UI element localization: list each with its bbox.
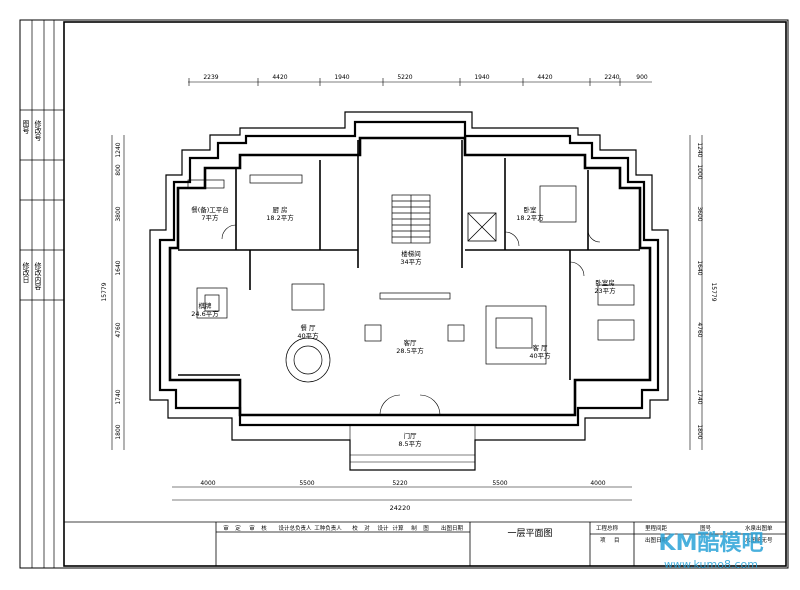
- dim-top-3: 5220: [397, 74, 412, 81]
- room-name-9: 门厅: [404, 431, 418, 440]
- dimension-lines: [111, 81, 703, 501]
- right-block-4: 图号: [700, 524, 712, 532]
- dim-right-3: 1640: [696, 260, 703, 275]
- titleblock-cell-1: 定: [235, 524, 241, 532]
- titleblock-cell-11: 图: [423, 524, 429, 532]
- room-name-8: 卧室房: [595, 278, 615, 287]
- room-name-6: 客厅: [404, 338, 418, 347]
- room-name-0: 餐(备)工平台: [191, 205, 229, 214]
- dim-bottom-0: 4000: [200, 480, 215, 487]
- right-block-0: 工程总称: [596, 524, 619, 532]
- room-area-9: 8.5平方: [398, 439, 422, 448]
- room-area-0: 7平方: [201, 213, 219, 222]
- furniture: [187, 174, 635, 383]
- stairs: [391, 194, 431, 244]
- dim-bottom-1: 5500: [299, 480, 314, 487]
- dim-right-5: 1740: [696, 389, 703, 404]
- room-name-5: 餐 厅: [300, 323, 316, 332]
- titleblock-cell-9: 计算: [392, 524, 404, 532]
- dim-left-3: 1640: [115, 260, 122, 275]
- dim-right-6: 1800: [696, 424, 703, 439]
- room-name-3: 卧室: [524, 205, 538, 214]
- sheet-outer-border: [19, 19, 789, 569]
- right-block-6: 水泉出图单: [745, 524, 773, 532]
- titleblock-cell-8: 设计: [377, 524, 389, 532]
- strip-label-1: 修改号: [34, 119, 42, 142]
- dim-top-5: 4420: [537, 74, 552, 81]
- room-name-7: 客 厅: [532, 343, 548, 352]
- watermark-brand: KM酷模吧: [659, 531, 764, 556]
- room-area-8: 23平方: [594, 286, 616, 295]
- room-area-2: 34平方: [400, 257, 422, 266]
- titleblock-cell-4: 设计总负责人: [278, 524, 312, 532]
- room-area-4: 24.6平方: [191, 309, 219, 318]
- room-area-7: 40平方: [529, 351, 551, 360]
- watermark-url: www.kumo8.com: [664, 558, 758, 571]
- sheet-inner-border: [63, 21, 787, 567]
- titleblock-cell-2: 审: [249, 524, 255, 532]
- dim-left-0: 1240: [115, 142, 122, 157]
- right-block-7: 水图纸无号: [745, 536, 773, 544]
- dim-left-5: 1740: [115, 389, 122, 404]
- left-title-strip: [20, 20, 64, 568]
- dim-top-0: 2239: [203, 74, 218, 81]
- dim-bottom-2: 5220: [392, 480, 407, 487]
- titleblock-cell-3: 核: [261, 524, 267, 532]
- drawing-title: 一层平面图: [507, 528, 552, 539]
- dim-left-4: 4760: [115, 322, 122, 337]
- dim-right-0: 1240: [696, 142, 703, 157]
- dim-right-4: 4760: [696, 322, 703, 337]
- dim-left-6: 1800: [115, 424, 122, 439]
- building-walls: [149, 111, 669, 471]
- strip-label-0: 图号: [22, 120, 30, 135]
- room-area-6: 28.5平方: [396, 346, 424, 355]
- interior-walls: [178, 140, 640, 380]
- room-area-3: 18.2平方: [516, 213, 544, 222]
- right-block-2: 目: [614, 537, 620, 544]
- room-name-1: 厨 房: [272, 205, 287, 214]
- room-area-5: 40平方: [297, 331, 319, 340]
- room-name-4: 棋牌: [199, 301, 213, 310]
- right-total-dim: 15779: [710, 282, 717, 301]
- right-block-5: 出图日期: [645, 536, 668, 544]
- entrance-steps: [349, 424, 476, 471]
- right-block-3: 里程间距: [645, 524, 668, 532]
- titleblock-cell-6: 校: [352, 524, 358, 532]
- dim-top-7: 900: [636, 74, 648, 81]
- elevator-shaft: [467, 212, 497, 242]
- dim-bottom-4: 4000: [590, 480, 605, 487]
- watermark-logo: KM酷模吧 www.kumo8.com: [659, 531, 764, 571]
- dim-top-6: 2240: [604, 74, 619, 81]
- titleblock-cell-12: 出图日期: [441, 524, 464, 532]
- strip-label-2: 修改日: [22, 261, 30, 284]
- room-name-2: 楼梯间: [401, 249, 421, 258]
- dim-top-4: 1940: [474, 74, 489, 81]
- strip-label-3: 修改内容: [34, 261, 42, 291]
- titleblock-cell-10: 制: [411, 524, 417, 532]
- left-total-dim: 15779: [101, 282, 108, 301]
- titleblock-cell-0: 审: [223, 524, 229, 532]
- doors: [221, 224, 601, 416]
- dim-top-2: 1940: [334, 74, 349, 81]
- dim-right-1: 1000: [696, 164, 703, 179]
- bottom-total-dim: 24220: [390, 504, 411, 512]
- titleblock-cell-7: 对: [364, 524, 370, 532]
- title-block: [64, 521, 786, 566]
- right-block-1: 项: [600, 537, 606, 544]
- room-area-1: 18.2平方: [266, 213, 294, 222]
- dim-right-2: 3600: [696, 206, 703, 221]
- dim-left-1: 800: [115, 164, 122, 176]
- dim-left-2: 3800: [115, 206, 122, 221]
- titleblock-cell-5: 工种负责人: [314, 524, 342, 532]
- dim-top-1: 4420: [272, 74, 287, 81]
- dim-bottom-3: 5500: [492, 480, 507, 487]
